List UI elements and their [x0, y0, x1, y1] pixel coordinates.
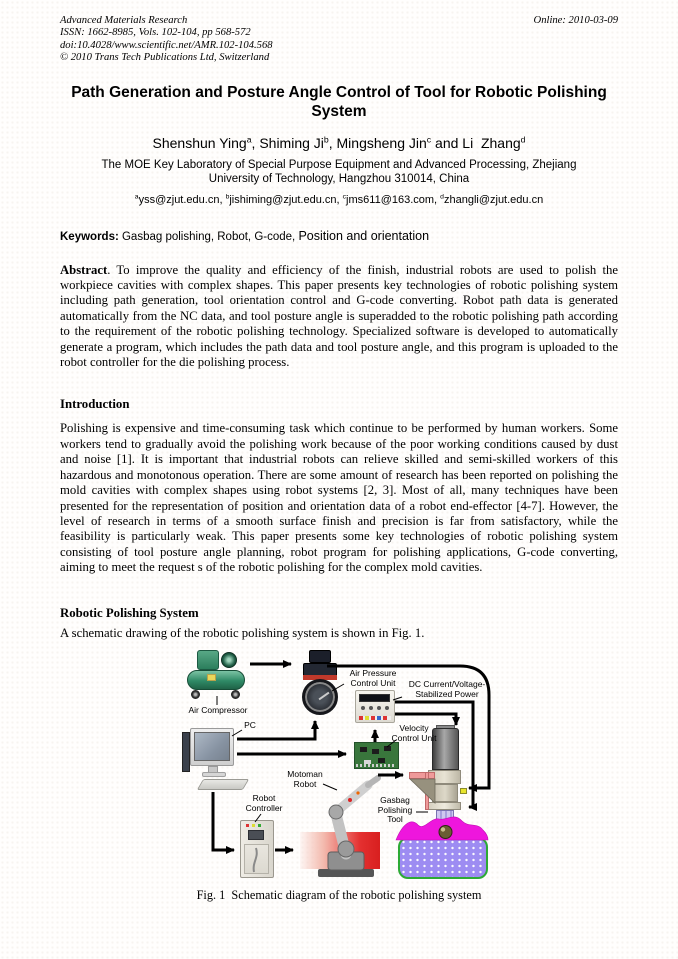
board-edge-connector	[356, 763, 396, 767]
keywords-line: Keywords: Gasbag polishing, Robot, G-cod…	[60, 229, 618, 243]
figure-1-caption: Fig. 1 Schematic diagram of the robotic …	[196, 887, 482, 902]
online-date: Online: 2010-03-09	[533, 15, 618, 26]
journal-copyright: © 2010 Trans Tech Publications Ltd, Swit…	[60, 52, 270, 64]
section-heading-introduction: Introduction	[60, 397, 130, 412]
controller-pendant	[248, 829, 264, 840]
title-line-1: Path Generation and Posture Angle Contro…	[71, 83, 607, 101]
section-heading-robotic-polishing-system: Robotic Polishing System	[60, 605, 199, 620]
air-compressor-image	[187, 669, 245, 690]
system-paragraph: A schematic drawing of the robotic polis…	[60, 625, 425, 640]
introduction-paragraph: Polishing is expensive and time-consumin…	[60, 421, 618, 575]
keywords-label: Keywords:	[60, 230, 119, 243]
pressure-unit-top	[309, 649, 331, 663]
dc-power-display	[359, 693, 390, 702]
label-dc-power: DC Current/Voltage- Stabilized Power	[408, 678, 486, 699]
label-air-compressor: Air Compressor	[188, 704, 248, 715]
board-chips	[360, 746, 367, 752]
page-header: Advanced Materials Research ISSN: 1662-8…	[60, 15, 618, 65]
tool-holder-clamp	[432, 783, 458, 802]
label-pc: PC	[244, 719, 256, 730]
keywords-last: Position and orientation	[298, 228, 430, 243]
compressor-wheel	[191, 689, 200, 699]
robot-flange-strip	[425, 771, 429, 810]
journal-title: Advanced Materials Research	[60, 15, 188, 26]
abstract-label: Abstract	[60, 262, 108, 277]
robot-red-backdrop	[300, 831, 380, 869]
pc-side-slab	[182, 731, 190, 772]
label-motoman-robot: Motoman Robot	[287, 768, 323, 789]
compressor-sticker	[207, 673, 216, 681]
compressor-motor	[197, 649, 219, 670]
abstract-paragraph: Abstract. To improve the quality and eff…	[60, 263, 618, 371]
tool-power-connector	[460, 787, 467, 794]
affiliation-line-2: University of Technology, Hangzhou 31001…	[208, 172, 470, 185]
controller-indicator-lights	[246, 823, 249, 827]
paper-title: Path Generation and Posture Angle Contro…	[60, 83, 618, 121]
affiliation: The MOE Key Laboratory of Special Purpos…	[60, 158, 618, 186]
controller-door	[244, 843, 269, 874]
label-gasbag-polishing-tool: Gasbag Polishing Tool	[377, 794, 413, 825]
compressor-wheel	[231, 689, 240, 699]
affiliation-line-1: The MOE Key Laboratory of Special Purpos…	[101, 158, 577, 171]
figure-1-diagram: Air Compressor Air Pressure Control Unit…	[160, 642, 520, 886]
dc-power-knobs	[361, 705, 365, 710]
title-line-2: System	[311, 102, 367, 120]
author-emails: ayss@zjut.edu.cn, bjishiming@zjut.edu.cn…	[134, 192, 544, 206]
label-air-pressure-control-unit: Air Pressure Control Unit	[349, 667, 397, 688]
pc-keyboard	[196, 778, 250, 790]
tool-holder-plate	[428, 801, 461, 810]
dc-power-buttons	[359, 715, 391, 720]
journal-info: Advanced Materials Research ISSN: 1662-8…	[60, 15, 273, 65]
pc-base	[202, 771, 226, 777]
workpiece-block	[398, 836, 488, 879]
robot-flange-bar	[409, 771, 435, 779]
label-robot-controller: Robot Controller	[245, 792, 283, 813]
gasbag-tool-body	[436, 809, 454, 830]
label-velocity-control-unit: Velocity Control Unit	[391, 722, 437, 743]
compressor-pulley	[221, 651, 237, 668]
pressure-unit-band	[303, 674, 337, 680]
authors-line: Shenshun Yinga, Shiming Jib, Mingsheng J…	[152, 133, 526, 151]
journal-doi: doi:10.4028/www.scientific.net/AMR.102-1…	[60, 39, 273, 51]
abstract-text: . To improve the quality and efficiency …	[60, 262, 618, 370]
keywords-main: Gasbag polishing, Robot, G-code,	[118, 230, 299, 243]
journal-issn: ISSN: 1662-8985, Vols. 102-104, pp 568-5…	[60, 27, 251, 39]
pc-screen	[194, 731, 230, 761]
